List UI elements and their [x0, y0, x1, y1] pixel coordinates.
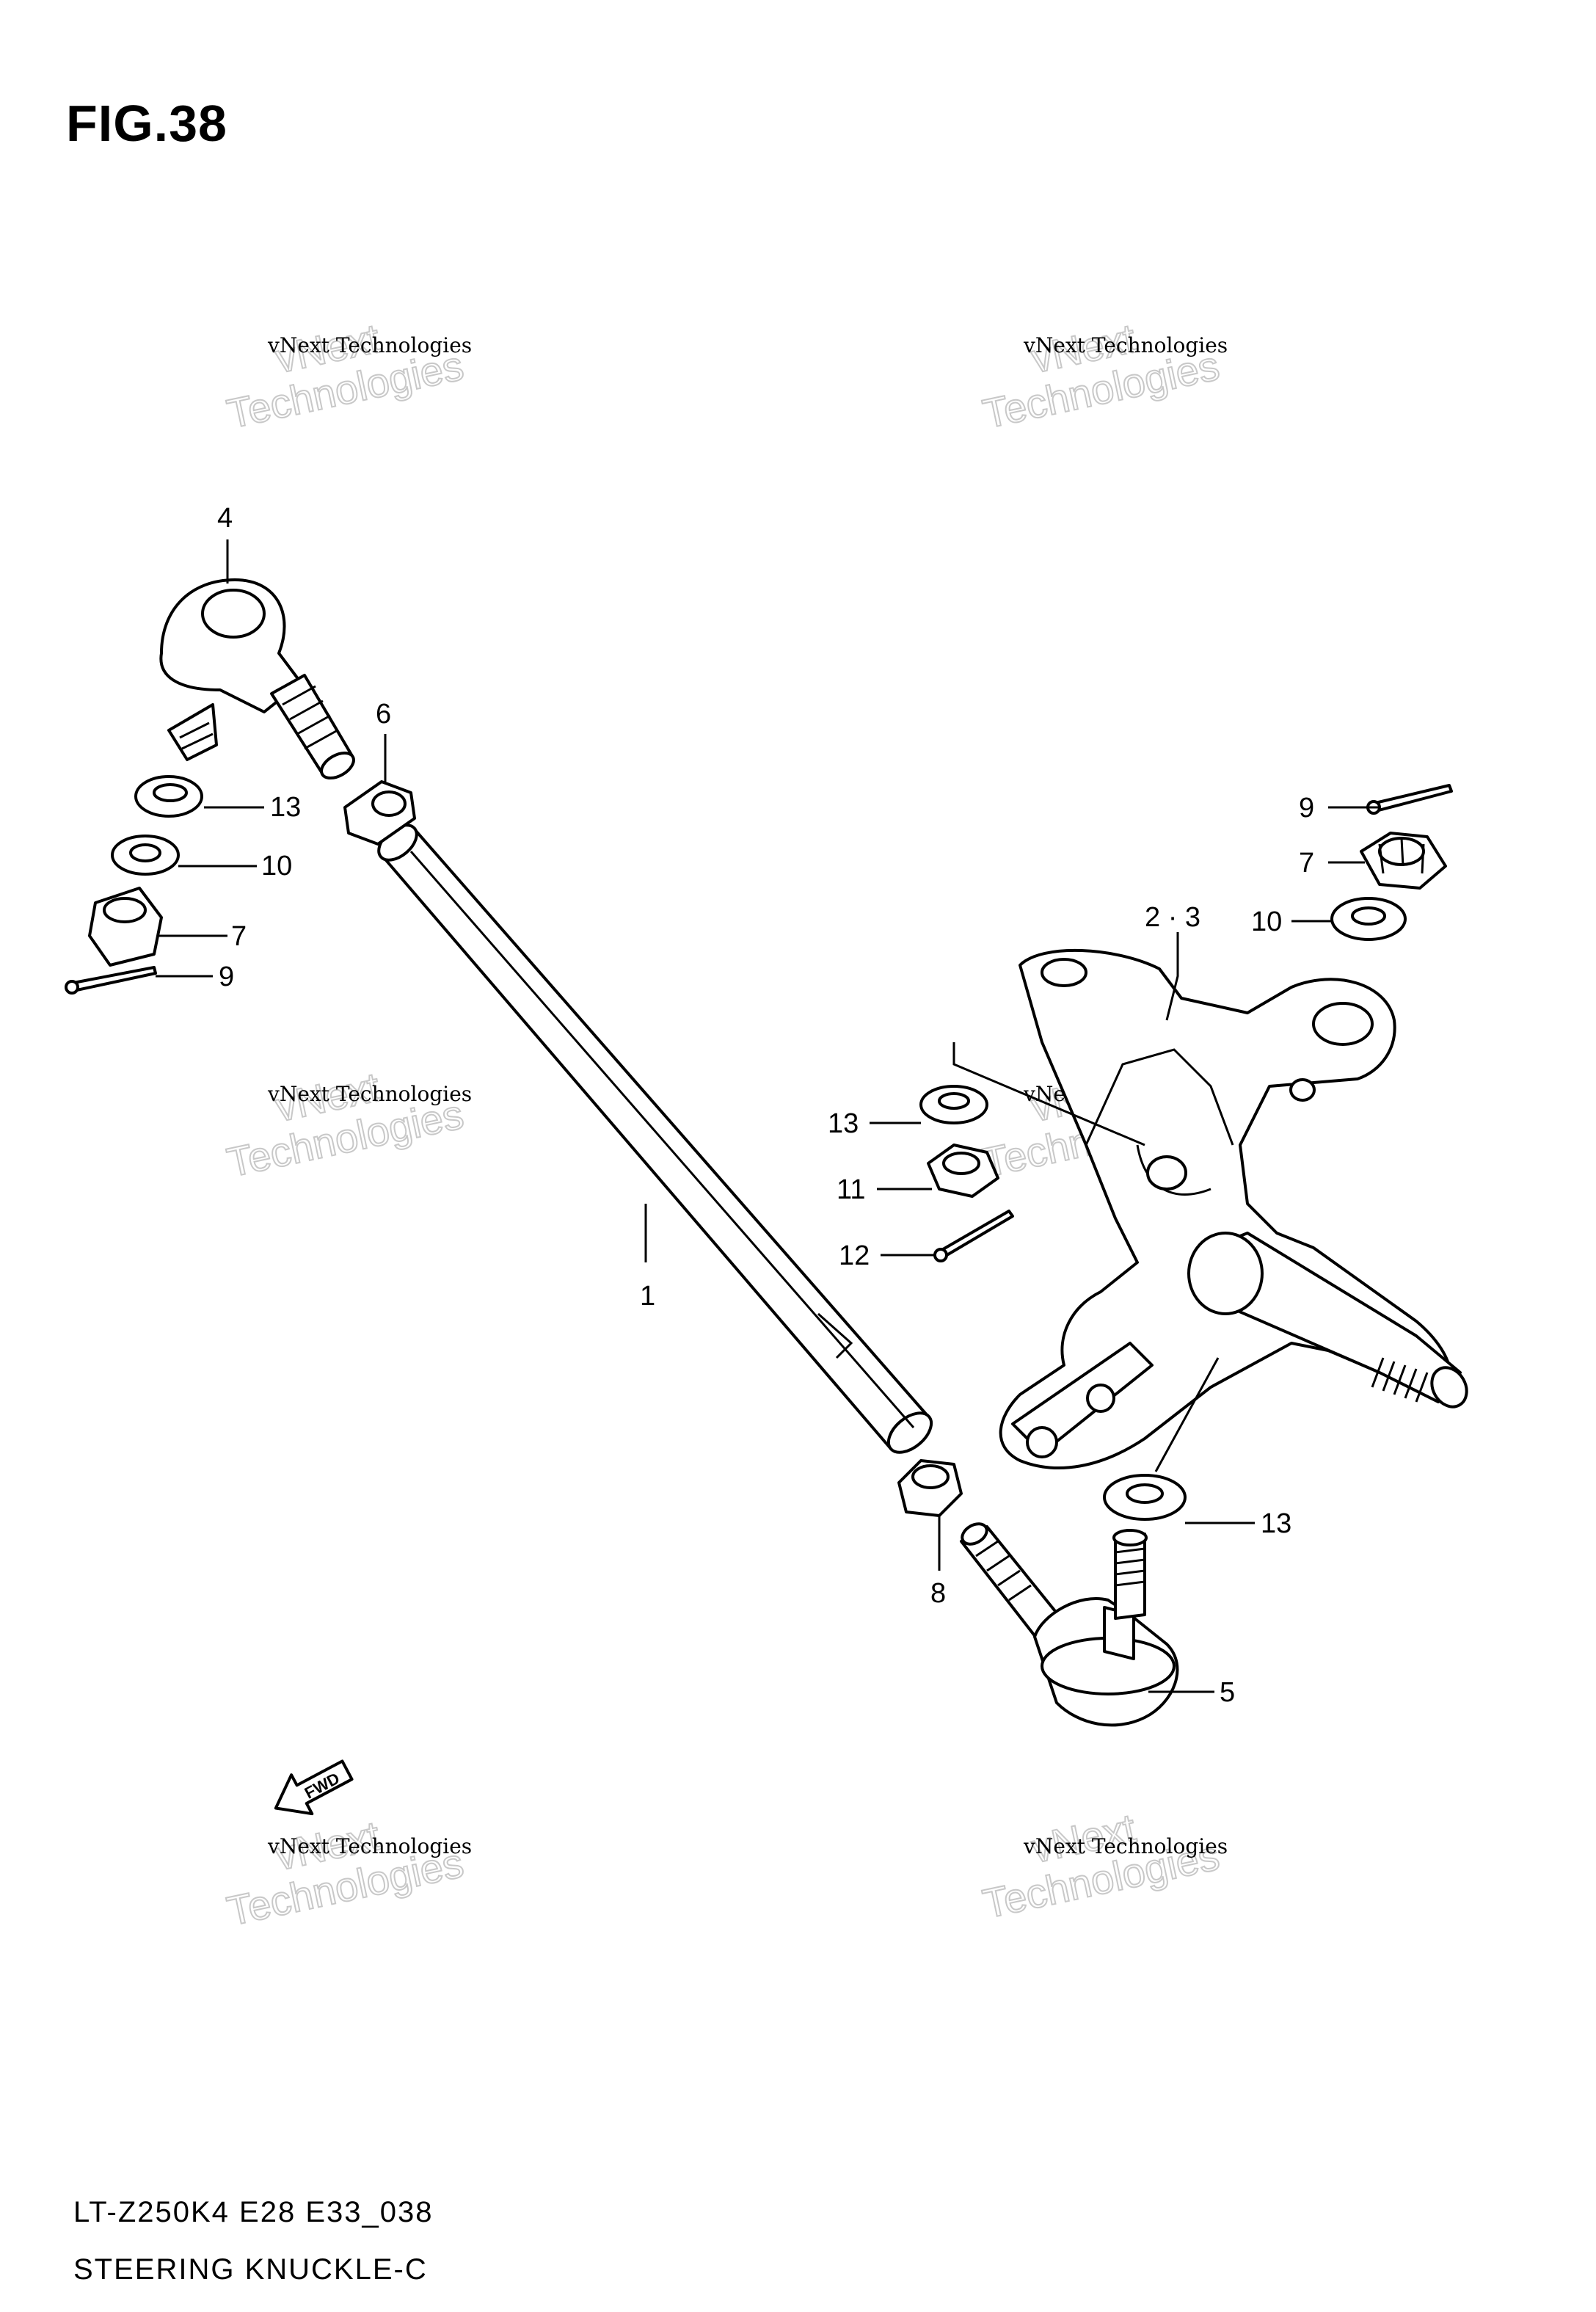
diagram-name: STEERING KNUCKLE-C	[73, 2253, 428, 2286]
watermark-small: vNext Technologies	[1023, 333, 1228, 357]
tie-rod-end-top-part	[159, 578, 355, 780]
callout-cotter-pin-left: 9	[219, 961, 234, 992]
cotter-pin-mid-part	[933, 1210, 1014, 1262]
callout-tie-rod-end-top: 4	[217, 503, 233, 534]
model-code: LT-Z250K4 E28 E33_038	[73, 2196, 434, 2228]
nut-right-part	[1360, 832, 1447, 890]
forward-direction-icon: FWD	[274, 1759, 354, 1816]
callout-labels: 4 6 13 10 7 9 1 9 7 10 2 · 3 13 11 12 8 …	[217, 503, 1314, 1708]
callout-nut-mid: 11	[837, 1174, 865, 1205]
leader-lines	[156, 539, 1380, 1693]
washer-left-part	[111, 835, 180, 876]
seal-right-part	[1103, 1357, 1220, 1521]
watermark-small: vNext Technologies	[267, 1834, 472, 1858]
callout-tie-rod-end-bottom: 5	[1220, 1677, 1235, 1708]
callout-knuckle: 2 · 3	[1145, 902, 1200, 933]
seal-left-part	[134, 775, 203, 818]
tie-rod-end-bottom-part	[960, 1522, 1179, 1727]
callout-washer-left: 10	[261, 851, 292, 881]
callout-seal-right: 13	[1261, 1508, 1291, 1539]
callout-seal-mid: 13	[828, 1108, 859, 1139]
callout-tie-rod: 1	[640, 1281, 655, 1312]
tie-rod-part	[377, 824, 933, 1454]
nut-left-part	[88, 887, 163, 967]
callout-nut-right: 7	[1299, 848, 1314, 879]
cotter-pin-right-part	[1366, 784, 1453, 815]
steering-knuckle-part	[952, 948, 1468, 1469]
callout-washer-right: 10	[1251, 906, 1282, 937]
callout-seal-left: 13	[270, 792, 301, 823]
seal-mid-part	[919, 1085, 988, 1124]
callout-cotter-pin-mid: 12	[839, 1240, 870, 1271]
nut-mid-part	[927, 1144, 999, 1198]
washer-right-part	[1330, 897, 1407, 941]
watermark-small: vNext Technologies	[1023, 1834, 1228, 1858]
lock-nut-bottom-part	[897, 1459, 963, 1517]
callout-nut-left: 7	[231, 921, 247, 952]
lock-nut-top-part	[343, 780, 416, 846]
cotter-pin-left-part	[65, 966, 157, 995]
watermark-small: vNext Technologies	[267, 333, 472, 357]
callout-cotter-pin-right: 9	[1299, 793, 1314, 824]
callout-lock-nut-bottom: 8	[930, 1578, 946, 1609]
callout-lock-nut-top: 6	[376, 699, 391, 730]
figure-title: FIG.38	[66, 95, 227, 152]
watermark-small: vNext Technologies	[267, 1082, 472, 1106]
